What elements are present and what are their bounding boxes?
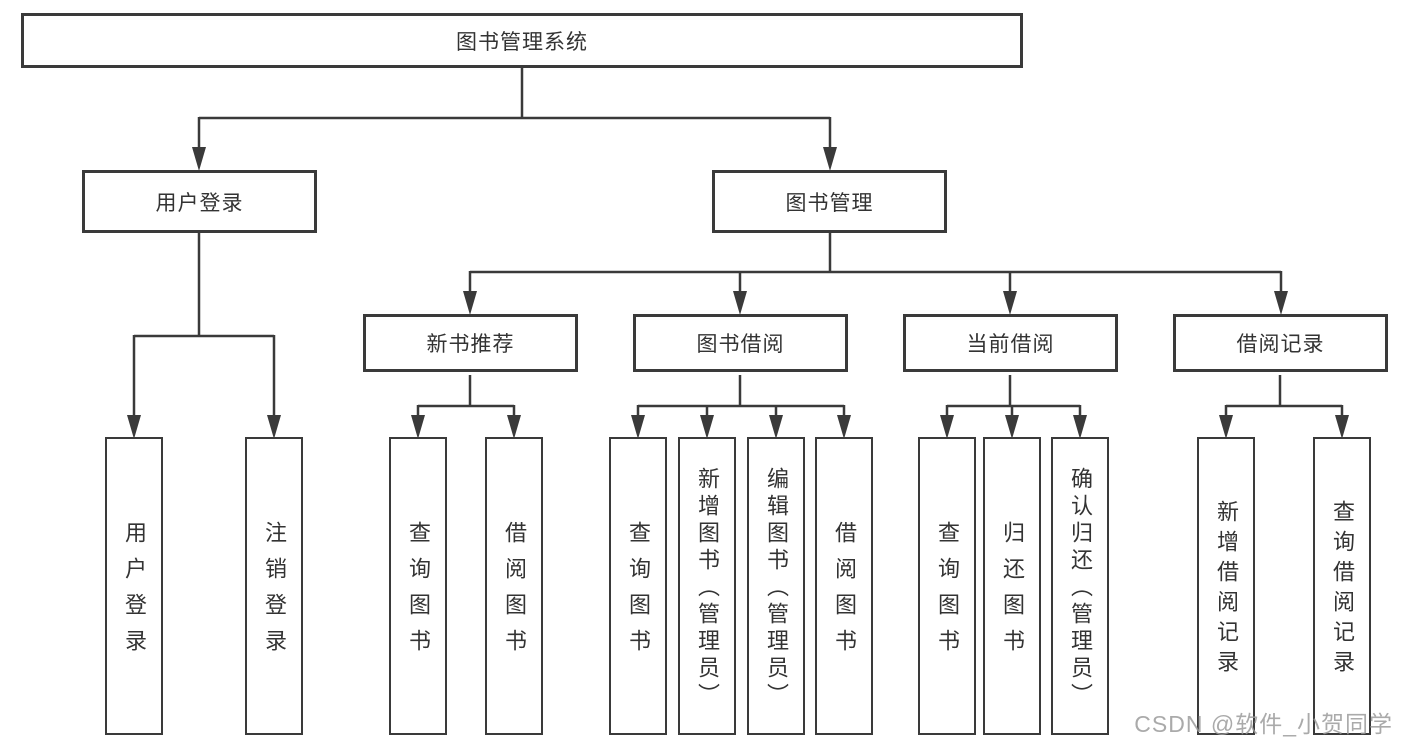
leaf-add-books-admin-label: 新增图书（管理员） xyxy=(695,467,720,710)
leaf-user-login-label: 用户登录 xyxy=(122,521,147,665)
leaf-return-books: 归还图书 xyxy=(983,437,1041,735)
node-current-borrow: 当前借阅 xyxy=(903,314,1118,372)
node-book-management-label: 图书管理 xyxy=(785,191,874,215)
leaf-borrow-books-recommend: 借阅图书 xyxy=(485,437,543,735)
leaf-query-books-borrow: 查询图书 xyxy=(609,437,667,735)
node-new-book-recommend: 新书推荐 xyxy=(363,314,578,372)
leaf-query-books-current-label: 查询图书 xyxy=(935,521,960,665)
leaf-edit-books-admin: 编辑图书（管理员） xyxy=(747,437,805,735)
root-node-label: 图书管理系统 xyxy=(456,30,588,54)
node-book-borrow-label: 图书借阅 xyxy=(696,333,785,356)
leaf-query-borrow-record-label: 查询借阅记录 xyxy=(1330,500,1355,680)
leaf-borrow-books-label: 借阅图书 xyxy=(832,521,857,665)
node-current-borrow-label: 当前借阅 xyxy=(966,333,1055,356)
leaf-query-borrow-record: 查询借阅记录 xyxy=(1313,437,1371,735)
leaf-query-books-recommend-label: 查询图书 xyxy=(406,521,431,665)
leaf-confirm-return-admin-label: 确认归还（管理员） xyxy=(1068,467,1093,710)
leaf-add-borrow-record-label: 新增借阅记录 xyxy=(1214,500,1239,680)
node-book-management: 图书管理 xyxy=(712,170,947,233)
leaf-query-books-current: 查询图书 xyxy=(918,437,976,735)
leaf-logout: 注销登录 xyxy=(245,437,303,735)
leaf-confirm-return-admin: 确认归还（管理员） xyxy=(1051,437,1109,735)
leaf-query-books-recommend: 查询图书 xyxy=(389,437,447,735)
node-book-borrow: 图书借阅 xyxy=(633,314,848,372)
leaf-query-books-borrow-label: 查询图书 xyxy=(626,521,651,665)
node-user-login: 用户登录 xyxy=(82,170,317,233)
leaf-edit-books-admin-label: 编辑图书（管理员） xyxy=(764,467,789,710)
root-node-library-management-system: 图书管理系统 xyxy=(21,13,1023,68)
leaf-add-books-admin: 新增图书（管理员） xyxy=(678,437,736,735)
node-borrow-records-label: 借阅记录 xyxy=(1236,333,1325,356)
leaf-return-books-label: 归还图书 xyxy=(1000,521,1025,665)
leaf-borrow-books-recommend-label: 借阅图书 xyxy=(502,521,527,665)
node-borrow-records: 借阅记录 xyxy=(1173,314,1388,372)
leaf-logout-label: 注销登录 xyxy=(262,521,287,665)
leaf-user-login: 用户登录 xyxy=(105,437,163,735)
node-user-login-label: 用户登录 xyxy=(155,191,244,215)
csdn-watermark: CSDN @软件_小贺同学 xyxy=(1134,711,1393,737)
leaf-borrow-books: 借阅图书 xyxy=(815,437,873,735)
node-new-book-recommend-label: 新书推荐 xyxy=(426,333,515,356)
leaf-add-borrow-record: 新增借阅记录 xyxy=(1197,437,1255,735)
